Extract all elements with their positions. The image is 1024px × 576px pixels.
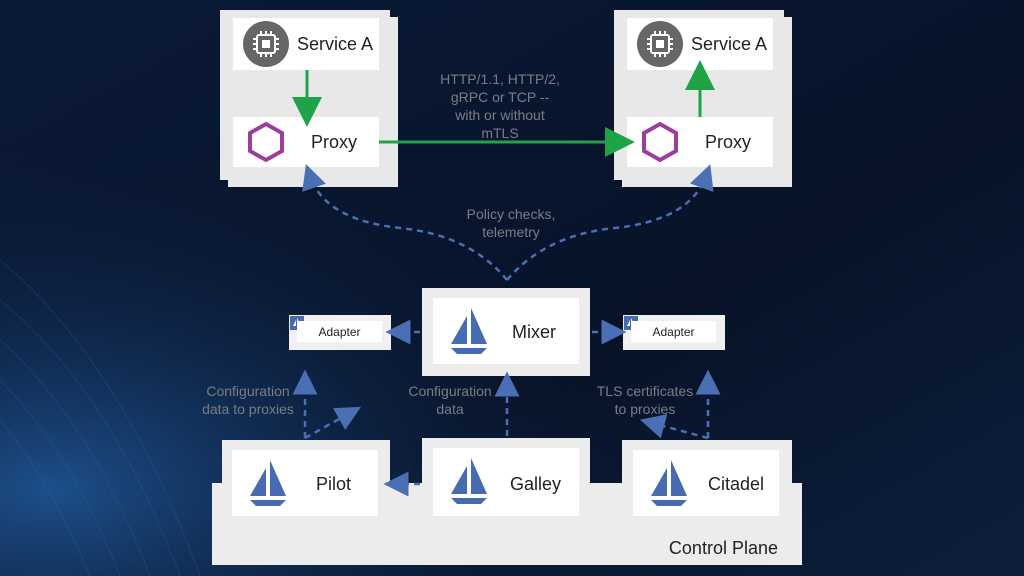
- sailboat-icon: [451, 308, 487, 354]
- adapter-right-label: Adapter: [631, 321, 716, 342]
- traffic-note-line: mTLS: [481, 125, 519, 141]
- config-data-note-line: data: [436, 401, 464, 417]
- policy-note: Policy checks, telemetry: [431, 205, 591, 241]
- pilot-card: Pilot: [232, 450, 378, 516]
- config-proxies-note: Configuration data to proxies: [178, 382, 318, 418]
- galley-card: Galley: [433, 448, 579, 516]
- service-a-label: Service A: [297, 34, 374, 54]
- citadel-label: Citadel: [708, 474, 765, 494]
- right-service-card: Service A: [627, 18, 773, 70]
- adapter-left-label: Adapter: [297, 321, 382, 342]
- hexagon-icon: [642, 121, 678, 163]
- right-proxy-card: Proxy: [627, 117, 773, 167]
- mixer-label: Mixer: [512, 322, 556, 342]
- pilot-label: Pilot: [316, 474, 352, 494]
- citadel-card: Citadel: [633, 450, 779, 516]
- tls-note-line: TLS certificates: [596, 383, 694, 399]
- traffic-note: HTTP/1.1, HTTP/2, gRPC or TCP -- with or…: [420, 70, 580, 142]
- chip-icon: [637, 21, 683, 67]
- policy-note-line: telemetry: [482, 224, 540, 240]
- service-a-label: Service A: [691, 34, 768, 54]
- proxy-label: Proxy: [311, 132, 358, 152]
- hexagon-icon: [248, 121, 284, 163]
- config-data-note: Configuration data: [380, 382, 520, 418]
- config-data-note-line: Configuration: [408, 383, 492, 399]
- left-service-card: Service A: [233, 18, 379, 70]
- tls-note: TLS certificates to proxies: [575, 382, 715, 418]
- sailboat-icon: [250, 460, 286, 506]
- config-proxies-note-line: data to proxies: [202, 401, 294, 417]
- traffic-note-line: gRPC or TCP --: [450, 89, 550, 105]
- tls-note-line: to proxies: [614, 401, 676, 417]
- config-proxies-note-line: Configuration: [206, 383, 290, 399]
- control-plane-label: Control Plane: [668, 538, 778, 558]
- left-proxy-card: Proxy: [233, 117, 379, 167]
- policy-note-line: Policy checks,: [466, 206, 556, 222]
- sailboat-icon: [451, 458, 487, 504]
- mixer-card: Mixer: [433, 298, 579, 364]
- sailboat-icon: [651, 460, 687, 506]
- traffic-note-line: with or without: [455, 107, 545, 123]
- traffic-note-line: HTTP/1.1, HTTP/2,: [440, 71, 560, 87]
- galley-label: Galley: [510, 474, 562, 494]
- chip-icon: [243, 21, 289, 67]
- proxy-label: Proxy: [705, 132, 752, 152]
